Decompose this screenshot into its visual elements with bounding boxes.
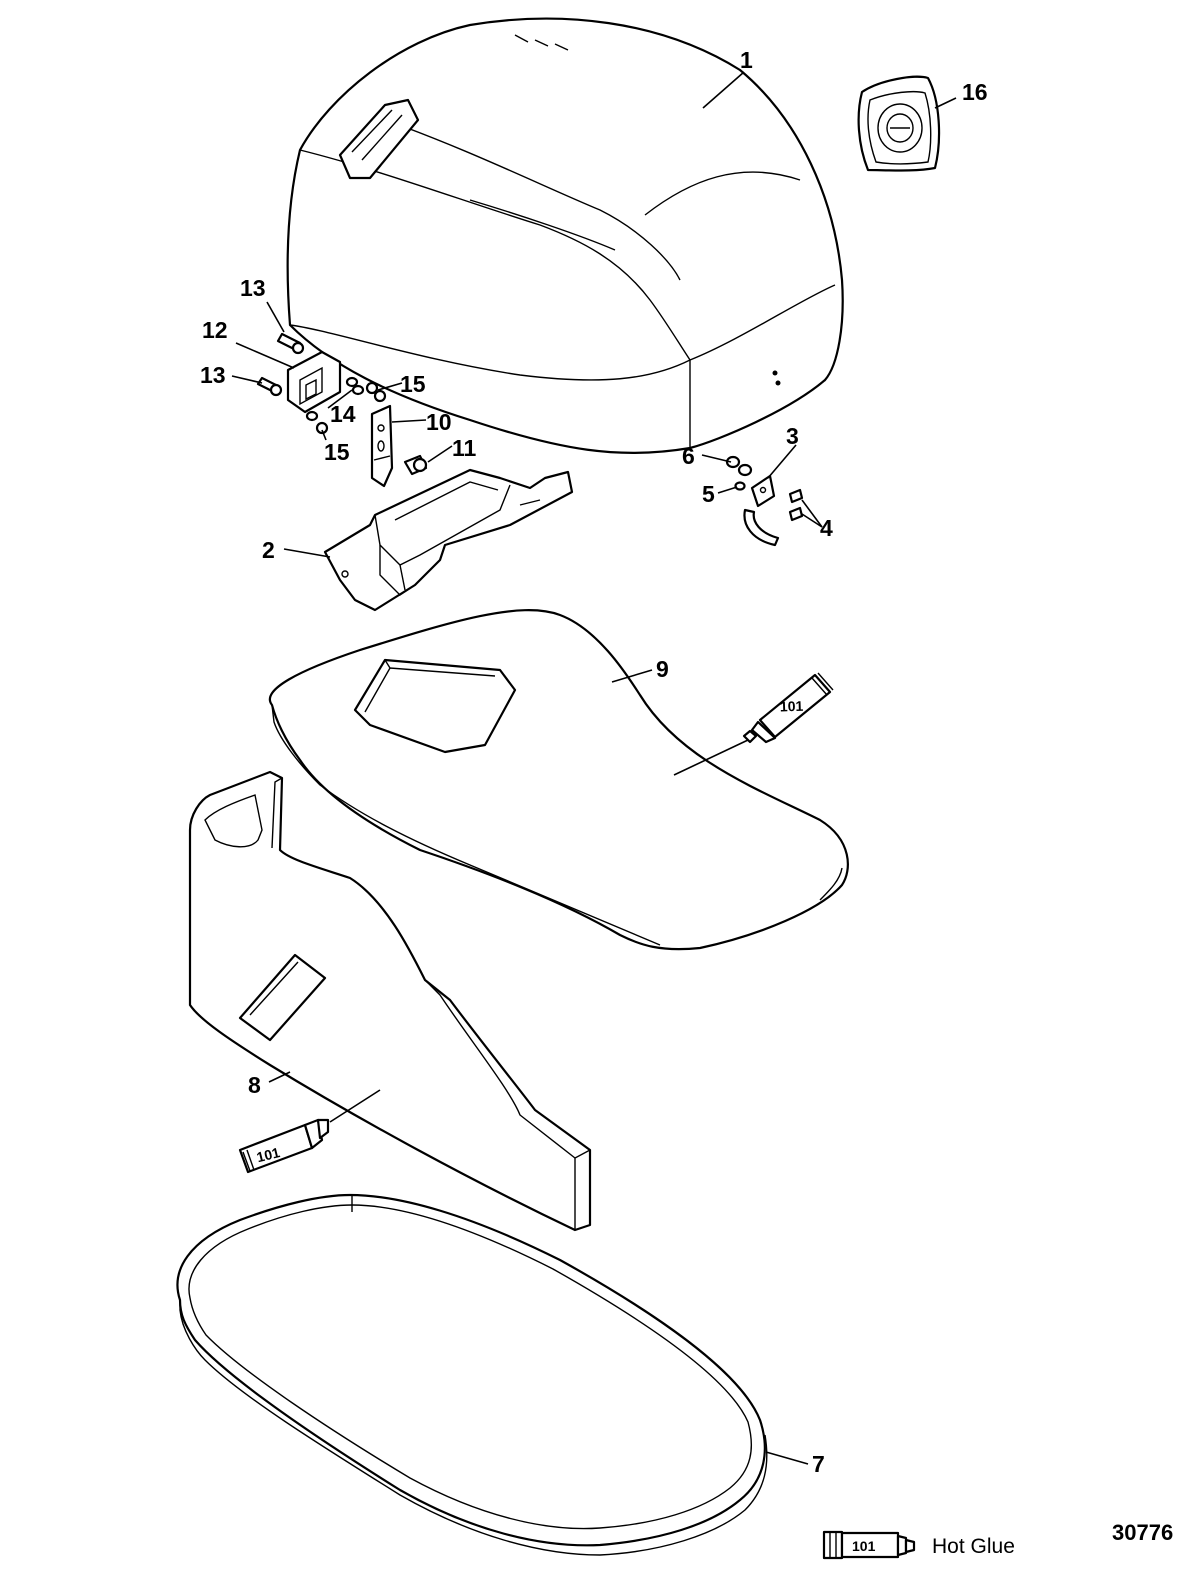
- callout-7: 7: [812, 1451, 825, 1477]
- callout-3: 3: [786, 423, 799, 449]
- clip-hardware: [725, 455, 804, 547]
- callout-2: 2: [262, 537, 275, 563]
- sealant-legend: 101 Hot Glue: [822, 1530, 1015, 1560]
- tube-label-lower: 101: [255, 1144, 282, 1165]
- tube-label-upper: 101: [780, 698, 804, 715]
- callout-14: 14: [330, 401, 356, 427]
- decal-plate: [857, 75, 941, 172]
- callout-6: 6: [682, 443, 695, 469]
- callout-numbers: 1 16 13 12 13 14 15 15 10 11 2 3 6 5 4 9…: [200, 47, 988, 1477]
- callout-4: 4: [820, 515, 833, 541]
- latch-hardware: [256, 332, 428, 488]
- callout-15-upper: 15: [400, 371, 426, 397]
- callout-16: 16: [962, 79, 988, 105]
- callout-5: 5: [702, 481, 715, 507]
- callout-11: 11: [452, 435, 477, 461]
- callout-8: 8: [248, 1072, 261, 1098]
- callout-15-lower: 15: [324, 439, 350, 465]
- side-foam-pad: [188, 770, 592, 1232]
- screw-13-lower: [256, 376, 283, 397]
- bottom-seal: [176, 1193, 768, 1556]
- callout-12: 12: [202, 317, 228, 343]
- glue-tube-upper: 101: [742, 672, 834, 744]
- legend-text: Hot Glue: [932, 1535, 1015, 1558]
- glue-tube-lower: 101: [238, 1118, 330, 1174]
- legend-tube-cap: [822, 1530, 844, 1560]
- bottom-bracket: [323, 468, 574, 612]
- screw-13-upper: [276, 332, 305, 355]
- callout-1: 1: [740, 47, 753, 73]
- top-foam-pad: [268, 609, 849, 951]
- legend-tube-code: 101: [852, 1538, 876, 1554]
- leader-lines: [231, 71, 957, 1465]
- callout-13-upper: 13: [240, 275, 266, 301]
- top-cowl: [286, 17, 844, 455]
- figure-number: 30776: [1112, 1520, 1173, 1545]
- callout-9: 9: [656, 656, 669, 682]
- callout-13-lower: 13: [200, 362, 226, 388]
- callout-10: 10: [426, 409, 452, 435]
